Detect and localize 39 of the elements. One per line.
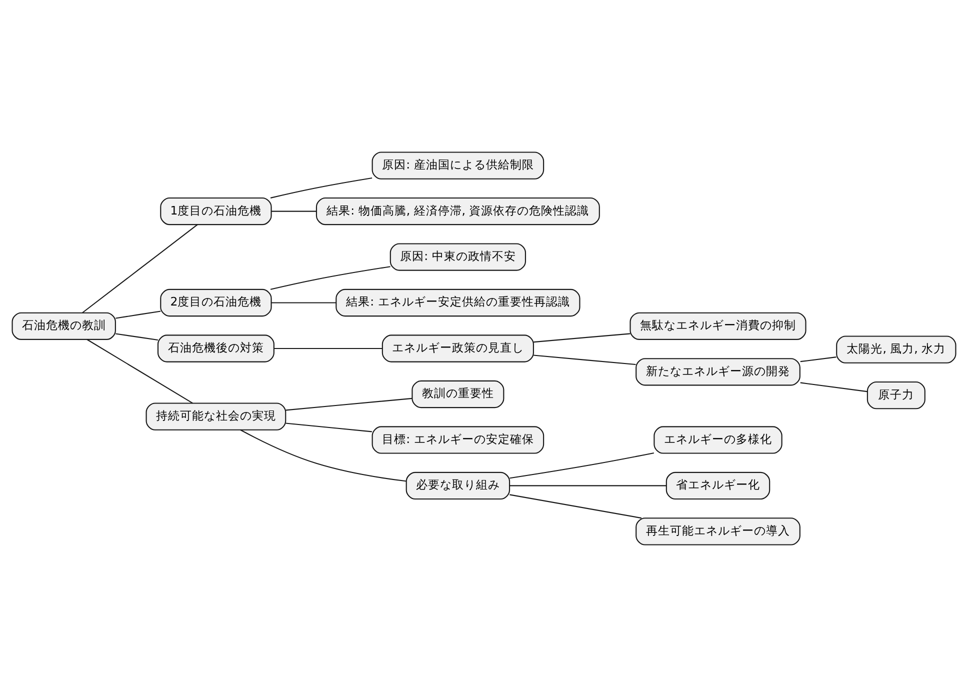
connector bbox=[274, 347, 382, 349]
node-box: 無駄なエネルギー消費の抑制 bbox=[630, 312, 806, 340]
node-box: 省エネルギー化 bbox=[666, 471, 770, 500]
node-box: 新たなエネルギー源の開発 bbox=[636, 358, 800, 386]
node-box: 原因: 中東の政情不安 bbox=[390, 242, 526, 270]
node-box: 1度目の石油危機 bbox=[160, 196, 272, 225]
connector bbox=[240, 428, 406, 482]
connector bbox=[286, 422, 372, 432]
connector bbox=[510, 494, 642, 518]
connector bbox=[271, 302, 336, 303]
node-box: 持続可能な社会の実現 bbox=[146, 402, 286, 430]
connector bbox=[270, 176, 372, 198]
connector bbox=[800, 382, 868, 392]
connector bbox=[800, 356, 836, 362]
node-box: 2度目の石油危機 bbox=[160, 288, 272, 316]
node-box: エネルギーの多様化 bbox=[654, 426, 782, 454]
connector bbox=[116, 310, 161, 318]
connector bbox=[534, 354, 636, 365]
connector bbox=[116, 332, 158, 340]
node-box: 結果: エネルギー安定供給の重要性再認識 bbox=[336, 288, 580, 316]
connector bbox=[510, 452, 654, 478]
node-box: 石油危機後の対策 bbox=[157, 334, 274, 362]
connector bbox=[82, 224, 198, 313]
node-box: 原子力 bbox=[866, 380, 926, 409]
node-box: 結果: 物価高騰, 経済停滞, 資源依存の危険性認識 bbox=[316, 196, 600, 225]
node-box: 教訓の重要性 bbox=[412, 380, 504, 408]
connector bbox=[270, 266, 390, 290]
node-box: 太陽光, 風力, 水力 bbox=[836, 335, 956, 363]
node-box: 必要な取り組み bbox=[406, 471, 510, 500]
connector bbox=[271, 210, 316, 212]
connector bbox=[510, 484, 666, 486]
node-box: 石油危機の教訓 bbox=[12, 312, 116, 340]
connector bbox=[86, 338, 193, 404]
connector bbox=[286, 397, 412, 410]
node-box: エネルギー政策の見直し bbox=[382, 334, 534, 362]
node-box: 原因: 産油国による供給制限 bbox=[372, 151, 544, 179]
node-box: 再生可能エネルギーの導入 bbox=[636, 517, 800, 545]
node-box: 目標: エネルギーの安定確保 bbox=[372, 426, 544, 454]
connector bbox=[534, 332, 630, 342]
